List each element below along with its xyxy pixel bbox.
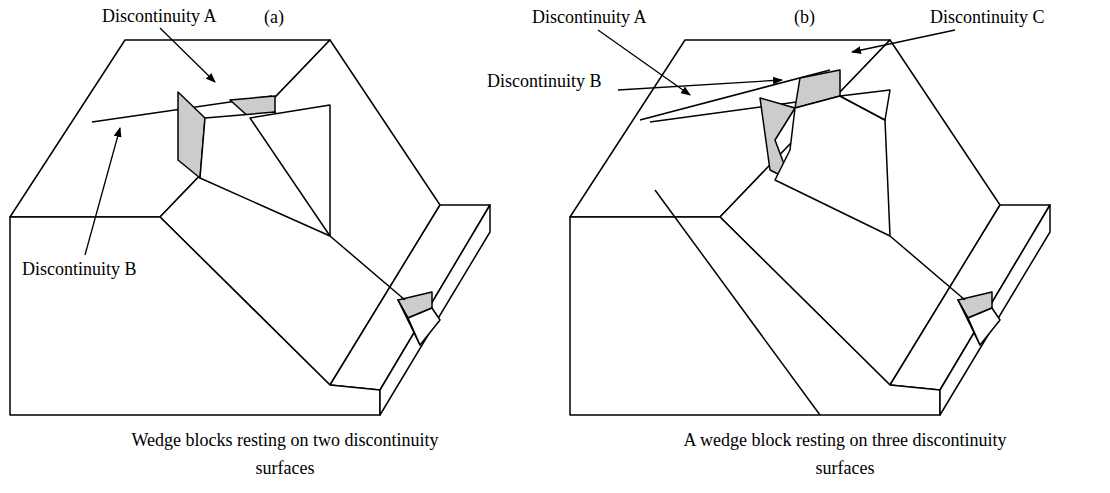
caption-text: Wedge blocks resting on two discontinuit… xyxy=(120,426,450,482)
discontinuity-label: Discontinuity B xyxy=(485,70,604,92)
discontinuity-label: Discontinuity A xyxy=(100,5,219,27)
panel-label: (a) xyxy=(262,6,286,28)
discontinuity-label: Discontinuity A xyxy=(530,6,649,28)
panel-label: (b) xyxy=(792,6,817,28)
discontinuity-label: Discontinuity C xyxy=(928,6,1047,28)
discontinuity-label: Discontinuity B xyxy=(20,258,139,280)
caption-text: A wedge block resting on three discontin… xyxy=(680,426,1010,482)
